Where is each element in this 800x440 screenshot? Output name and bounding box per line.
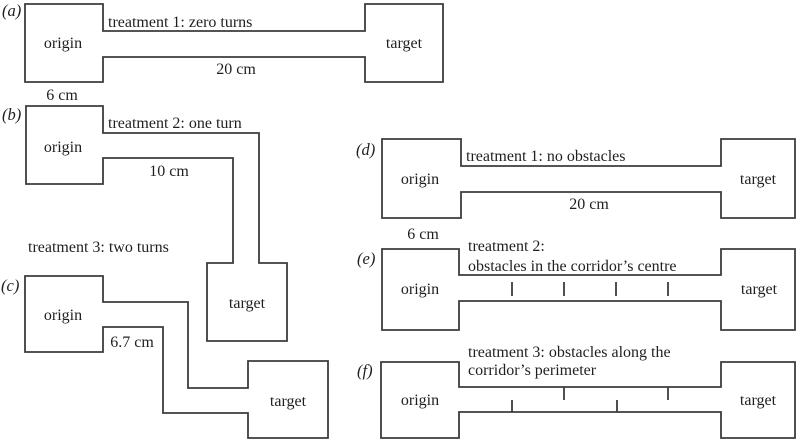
corridor-length-label-d: 20 cm <box>569 196 609 213</box>
panel-e: (e) treatment 2: obstacles in the corrid… <box>357 238 796 331</box>
treatment-label-b: treatment 2: one turn <box>108 115 242 132</box>
treatment-label-e-line1: treatment 2: <box>468 238 545 255</box>
segment-length-label-b: 10 cm <box>149 163 189 180</box>
target-box-label-e: target <box>741 281 778 298</box>
target-box-label-b: target <box>229 295 266 312</box>
treatment-label-f-line1: treatment 3: obstacles along the <box>468 344 671 361</box>
treatment-label-e-line2: obstacles in the corridor’s centre <box>468 258 677 275</box>
panel-label-d: (d) <box>356 140 375 159</box>
panel-label-e: (e) <box>357 249 375 268</box>
treatment-label-f-line2: corridor’s perimeter <box>468 362 597 379</box>
apparatus-outline-d <box>381 138 796 219</box>
origin-box-label-b: origin <box>44 139 82 156</box>
apparatus-outline-a <box>24 3 444 83</box>
target-box-label-f: target <box>740 392 777 409</box>
panel-label-b: (b) <box>2 105 21 124</box>
origin-box-label-c: origin <box>44 307 82 324</box>
origin-box-label-e: origin <box>401 281 439 298</box>
treatment-label-d: treatment 1: no obstacles <box>466 148 626 165</box>
panel-b: (b) treatment 2: one turn origin 10 cm t… <box>2 105 288 342</box>
apparatus-outline-e <box>381 248 796 331</box>
apparatus-outline-c <box>24 275 329 439</box>
corridor-width-label-d: 6 cm <box>407 226 439 243</box>
target-box-label-c: target <box>270 393 307 410</box>
panel-f: (f) treatment 3: obstacles along the cor… <box>357 344 796 439</box>
apparatus-outline-b <box>25 105 288 342</box>
panel-label-f: (f) <box>357 361 373 380</box>
panel-c: treatment 3: two turns (c) origin 6.7 cm… <box>1 239 329 439</box>
corridor-length-label-a: 20 cm <box>216 61 256 78</box>
panel-label-c: (c) <box>1 276 19 295</box>
corridor-width-label-a: 6 cm <box>46 87 78 104</box>
origin-box-label-f: origin <box>401 392 439 409</box>
origin-box-label-d: origin <box>401 171 439 188</box>
origin-box-label-a: origin <box>44 35 82 52</box>
panel-label-a: (a) <box>2 1 21 20</box>
apparatus-outline-f <box>380 361 796 439</box>
panel-d: (d) treatment 1: no obstacles origin tar… <box>356 138 796 243</box>
panel-a: (a) treatment 1: zero turns origin targe… <box>2 1 444 104</box>
treatment-label-c: treatment 3: two turns <box>28 239 169 256</box>
segment-length-label-c: 6.7 cm <box>110 334 154 351</box>
treatment-label-a: treatment 1: zero turns <box>108 14 252 31</box>
target-box-label-a: target <box>386 35 423 52</box>
target-box-label-d: target <box>740 171 777 188</box>
